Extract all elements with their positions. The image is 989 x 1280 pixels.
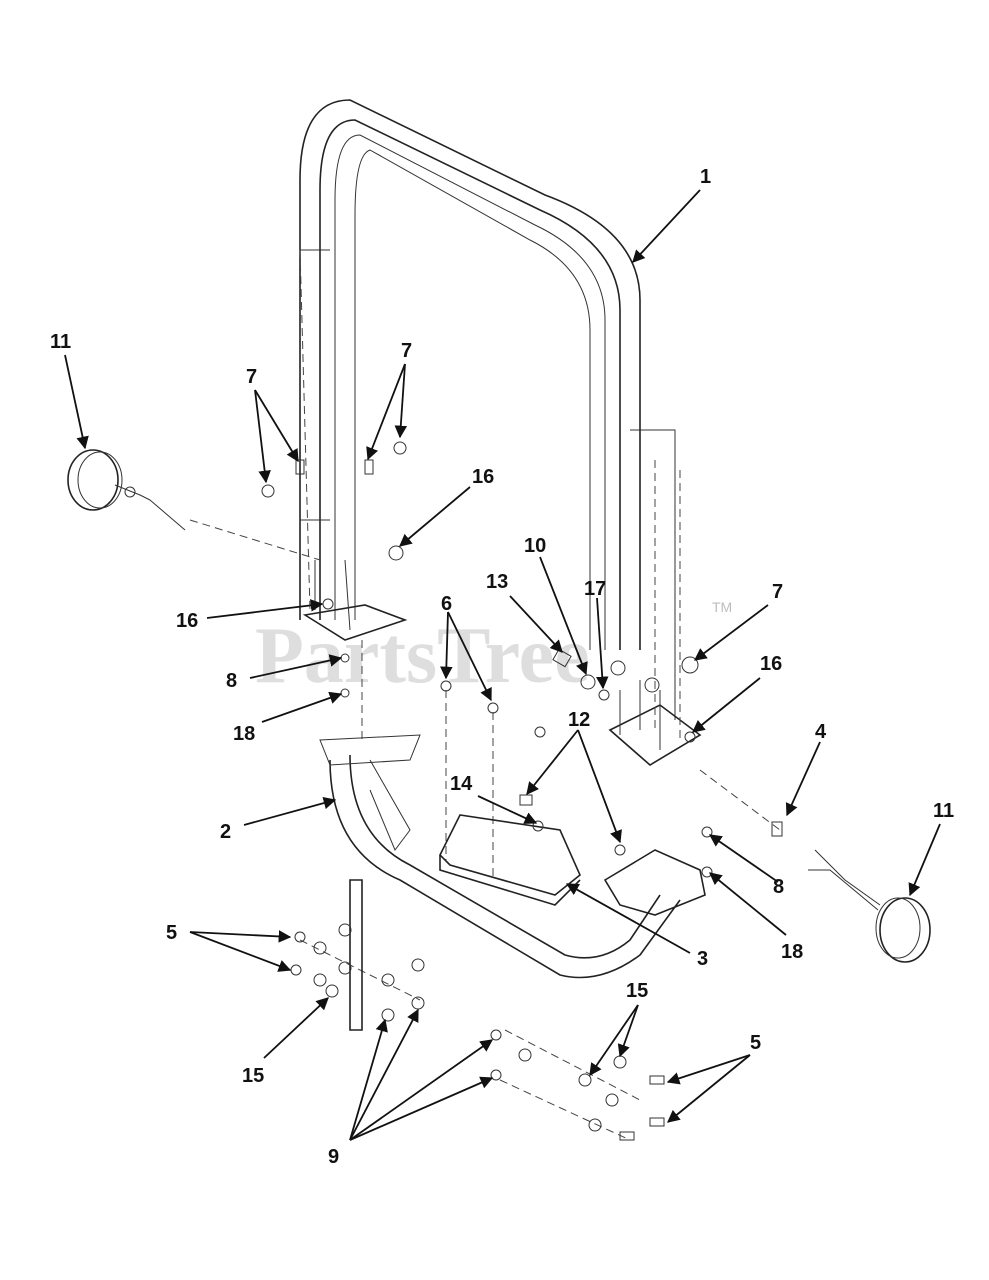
callout-4: 4 — [815, 721, 827, 743]
right-lower-plate — [603, 849, 706, 916]
callout-18: 18 — [781, 941, 803, 963]
callout-6: 6 — [441, 593, 452, 615]
callout-1: 1 — [700, 166, 711, 188]
watermark-tm: TM — [712, 599, 732, 615]
callout-8: 8 — [226, 670, 237, 692]
callout-7: 7 — [772, 581, 783, 603]
floor-plate — [439, 814, 581, 906]
callout-12: 12 — [568, 709, 590, 731]
callout-15: 15 — [626, 980, 648, 1002]
callout-13: 13 — [486, 571, 508, 593]
callout-labels: 1 2 3 4 5 5 6 7 7 7 8 8 9 10 11 11 12 13… — [50, 166, 954, 1168]
alignment-lines — [189, 249, 781, 1141]
lamp-left — [67, 449, 186, 531]
callout-5: 5 — [166, 922, 177, 944]
callout-11: 11 — [933, 800, 954, 822]
callout-18: 18 — [233, 723, 255, 745]
callout-7: 7 — [246, 366, 257, 388]
callout-2: 2 — [220, 821, 231, 843]
callout-5: 5 — [750, 1032, 761, 1054]
callout-7: 7 — [401, 340, 412, 362]
callout-16: 16 — [472, 466, 494, 488]
side-bracket-plate — [349, 879, 363, 1031]
callout-14: 14 — [450, 773, 473, 795]
callout-15: 15 — [242, 1065, 264, 1087]
callout-17: 17 — [584, 578, 606, 600]
callout-9: 9 — [328, 1146, 339, 1168]
callout-16: 16 — [176, 610, 198, 632]
roll-bar-upper — [299, 99, 676, 720]
callout-11: 11 — [50, 331, 71, 353]
lower-frame — [319, 734, 681, 979]
callout-10: 10 — [524, 535, 546, 557]
callout-3: 3 — [697, 948, 708, 970]
hardware — [261, 441, 783, 1141]
callout-8: 8 — [773, 876, 784, 898]
lamp-right — [808, 849, 931, 963]
callout-16: 16 — [760, 653, 782, 675]
upper-right-base-plate — [608, 680, 702, 766]
leader-arrows — [64, 189, 941, 1141]
watermark-text: PartsTree — [255, 612, 590, 700]
